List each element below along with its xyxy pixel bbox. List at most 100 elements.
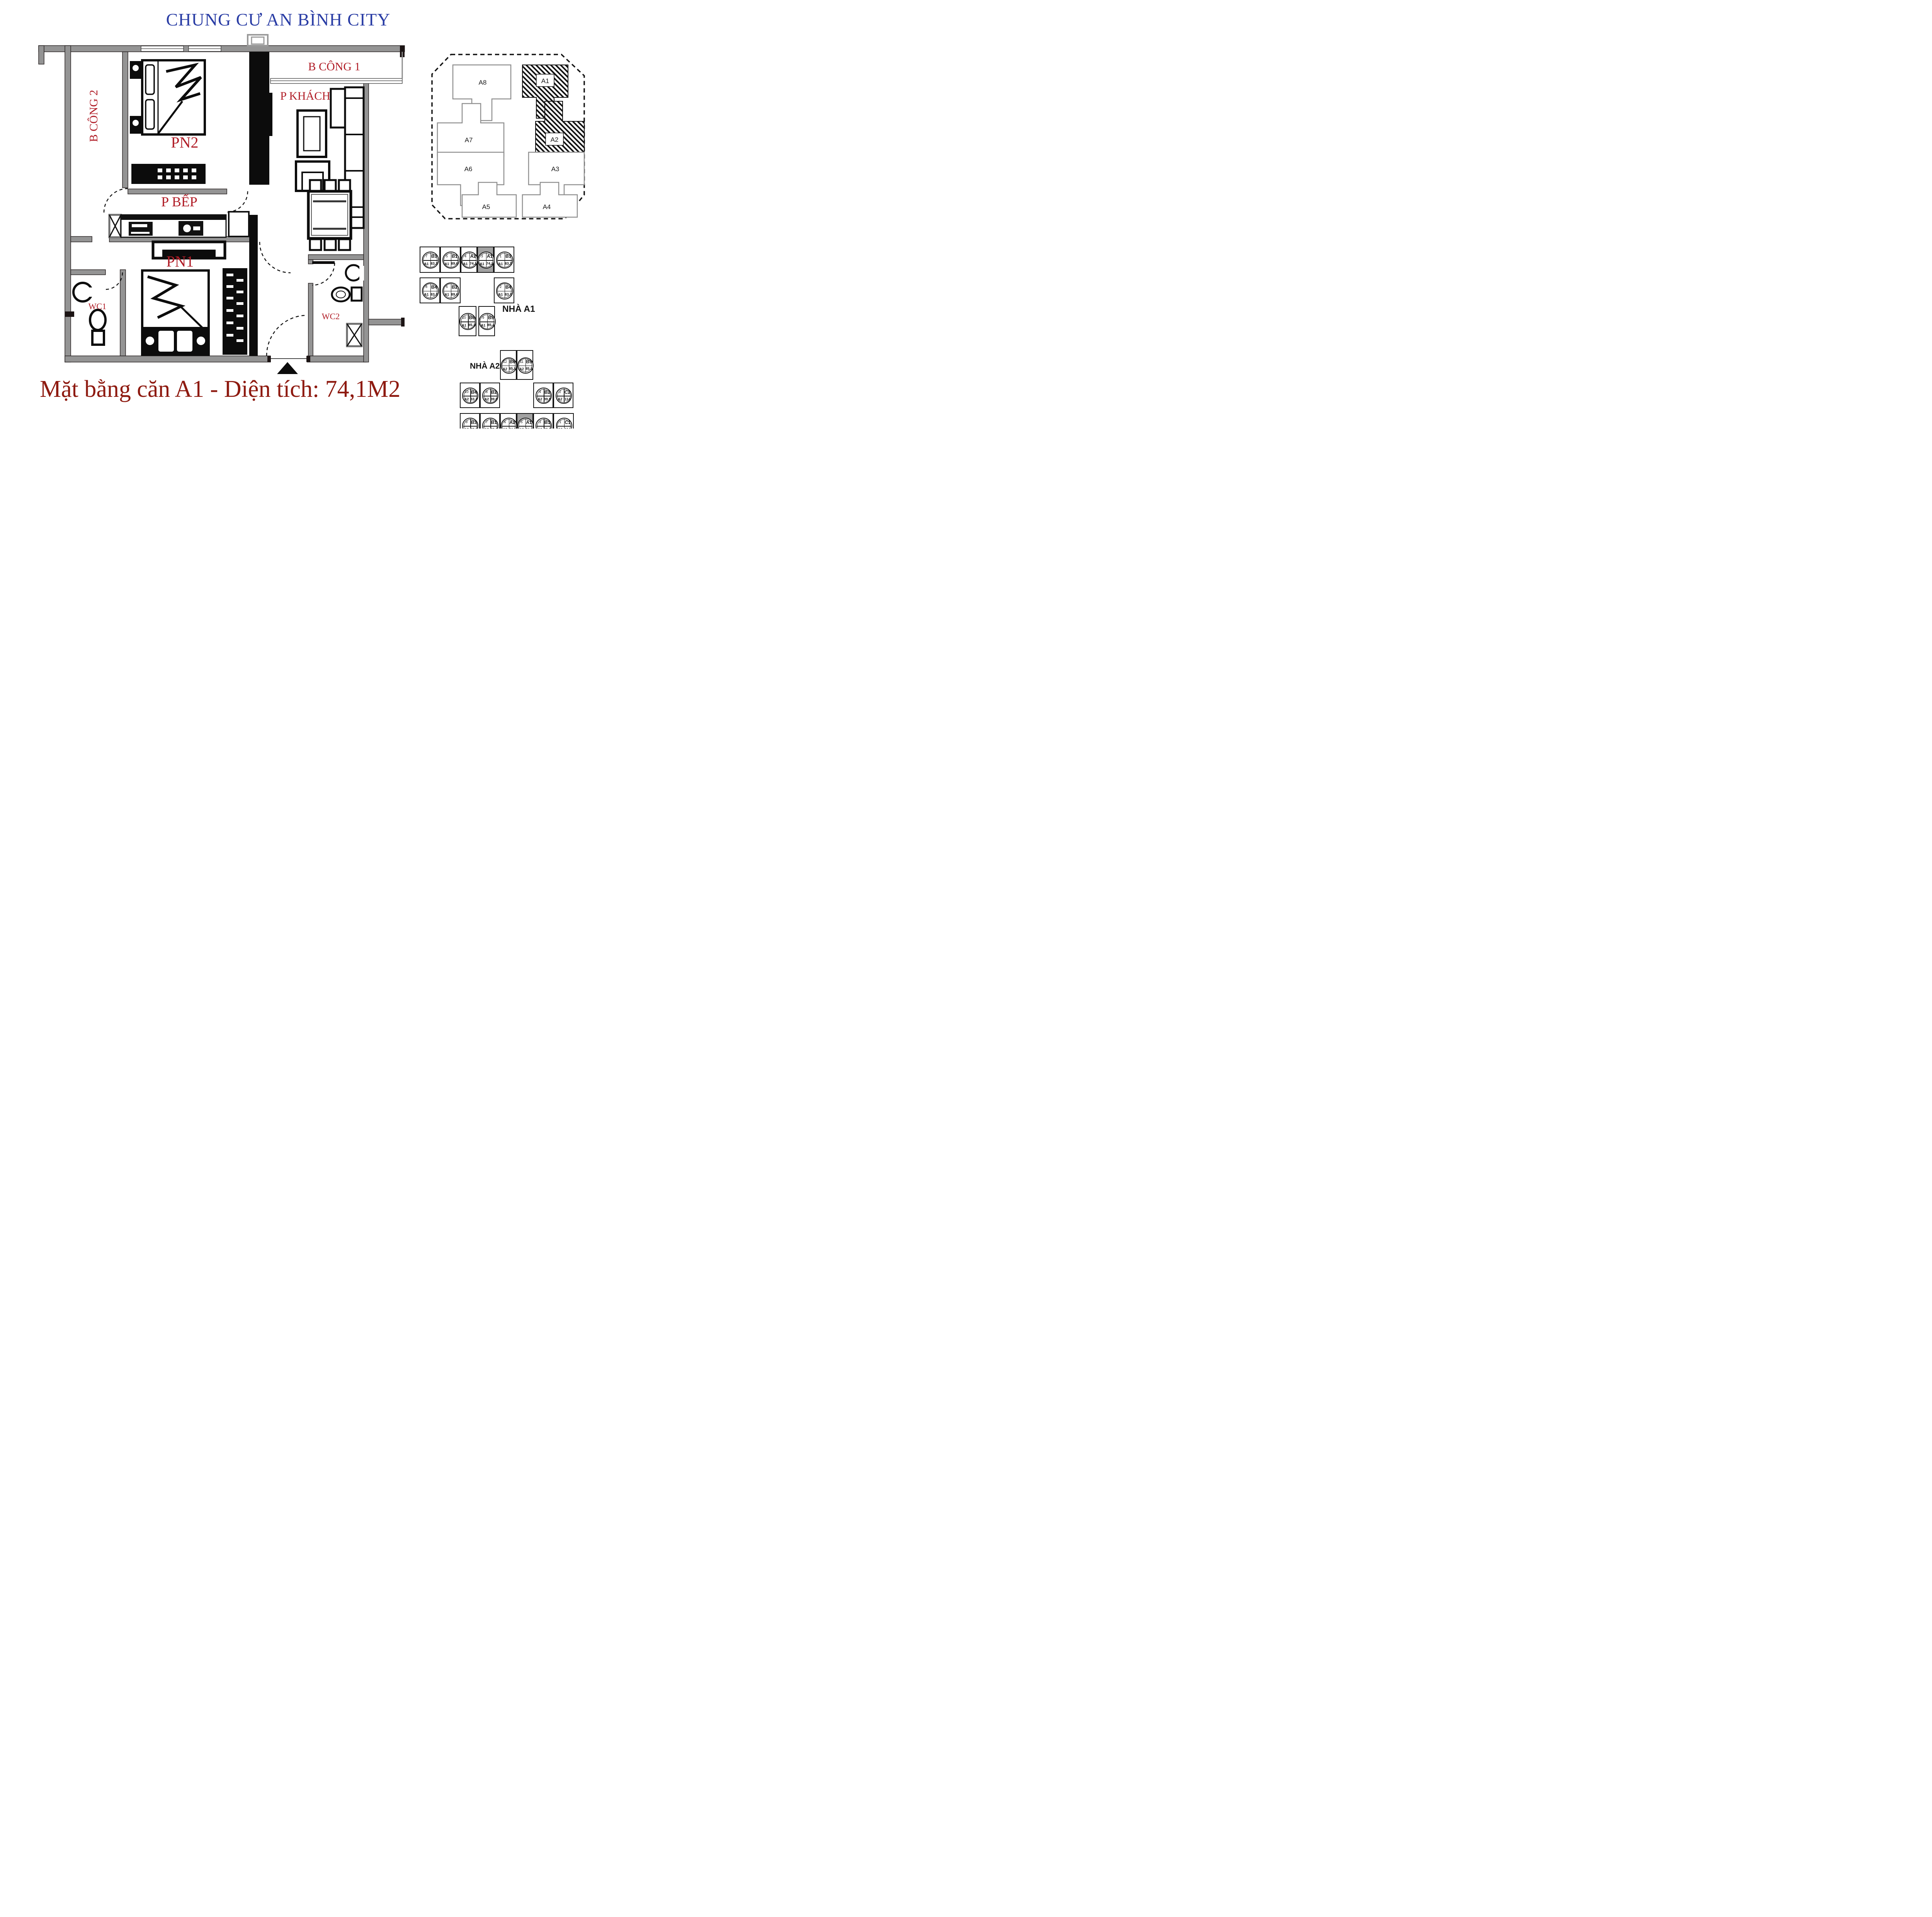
site-building-label-a8: A8: [479, 79, 487, 86]
unit-building: A2: [558, 397, 563, 401]
sofa-chaise: [330, 88, 346, 129]
column-marker-inner: [251, 36, 265, 45]
unit-building: A2: [502, 426, 509, 429]
unit-building: A2: [463, 426, 470, 429]
unit-building: A2: [484, 397, 489, 401]
caption: Mặt bằng căn A1 - Diện tích: 74,1M2: [40, 376, 401, 402]
site-boundary: [431, 54, 585, 219]
wc2-toilet: [331, 286, 351, 303]
unit-building: A1: [444, 262, 449, 266]
tv-unit: [269, 93, 272, 136]
unit-area: 114: [564, 397, 571, 401]
wall-wc1-right: [120, 269, 126, 356]
unit-block-a2-9: 9B3A283.7: [460, 413, 480, 429]
door-balcony2: [103, 188, 128, 213]
kitchen: [108, 211, 250, 238]
unit-area: 83.7: [505, 292, 512, 297]
unit-area: 83.7: [470, 426, 478, 429]
wall-bottom-left: [65, 356, 271, 362]
dining-chair: [323, 179, 337, 192]
unit-number: 10: [462, 315, 466, 320]
unit-area: 74.1: [486, 262, 493, 266]
wall-wc1-top: [70, 269, 106, 275]
wall-wc2-top: [308, 254, 364, 260]
unit-number: 11: [520, 359, 524, 364]
unit-type: B5: [488, 315, 494, 320]
unit-type: A1: [526, 419, 532, 425]
unit-building: A2: [536, 426, 544, 429]
pillow: [175, 329, 194, 353]
pn1-right-wall-band: [249, 215, 258, 356]
room-label-pbep: P BẾP: [161, 194, 197, 209]
unit-type: B3: [431, 253, 437, 259]
wc1-toilet-tank: [91, 330, 105, 346]
wc2-door-leaf: [312, 261, 335, 264]
unit-building: A1: [424, 293, 429, 296]
unit-block-a2-1: 1C1A2114: [553, 413, 574, 429]
unit-area: 89.6: [544, 397, 551, 401]
kitchen-counter-edge: [121, 215, 226, 220]
unit-type: B5: [526, 359, 532, 364]
block-name-nha-a2: NHÀ A2: [470, 362, 500, 371]
unit-building: A1: [498, 293, 503, 296]
unit-type: B4: [431, 284, 437, 290]
site-building-label-a7: A7: [465, 136, 473, 144]
unit-type: B4: [505, 284, 512, 290]
unit-block-a2-3: 3B1A289.6: [533, 413, 553, 429]
unit-number: 4: [539, 390, 541, 394]
fridge: [228, 211, 250, 237]
pillow: [145, 99, 155, 130]
blanket: [166, 63, 202, 103]
room-label-bcong1: B CÔNG 1: [308, 60, 360, 73]
wall-balcony2-inner: [122, 51, 128, 188]
unit-area: 85.1: [468, 323, 476, 328]
door-arcs: [103, 188, 335, 356]
unit-building: A2: [519, 367, 524, 371]
wall-caps: [65, 46, 405, 362]
unit-area: 83.7: [470, 397, 478, 401]
unit-type: B2: [451, 284, 458, 290]
door-hall: [259, 242, 291, 274]
unit-building: A1: [463, 262, 468, 266]
unit-type: B2: [491, 389, 497, 395]
unit-area: 83.7: [505, 262, 512, 266]
site-building-label-a4: A4: [543, 203, 551, 211]
blanket: [147, 275, 185, 319]
unit-type: B1: [544, 419, 551, 425]
unit-area: 89.6: [451, 262, 458, 266]
unit-circle: 9B3A283.7: [462, 418, 478, 429]
living-room-furniture: [295, 86, 365, 251]
unit-type: B1: [491, 419, 497, 425]
unit-number: 8: [485, 390, 488, 394]
unit-circle: 3B1A289.6: [536, 418, 552, 429]
site-building-label-a6: A6: [464, 165, 473, 173]
unit-area: 74.1: [509, 426, 516, 429]
unit-area: 89.6: [490, 397, 498, 401]
wall-bottom-right: [307, 356, 367, 362]
site-building-a4: [522, 182, 578, 218]
site-building-a5: [461, 182, 517, 218]
unit-type: B3: [505, 253, 512, 259]
unit-number: 5: [446, 254, 448, 258]
unit-type: C2: [564, 389, 571, 395]
unit-area: 114: [564, 426, 571, 429]
wall-top: [38, 45, 405, 52]
